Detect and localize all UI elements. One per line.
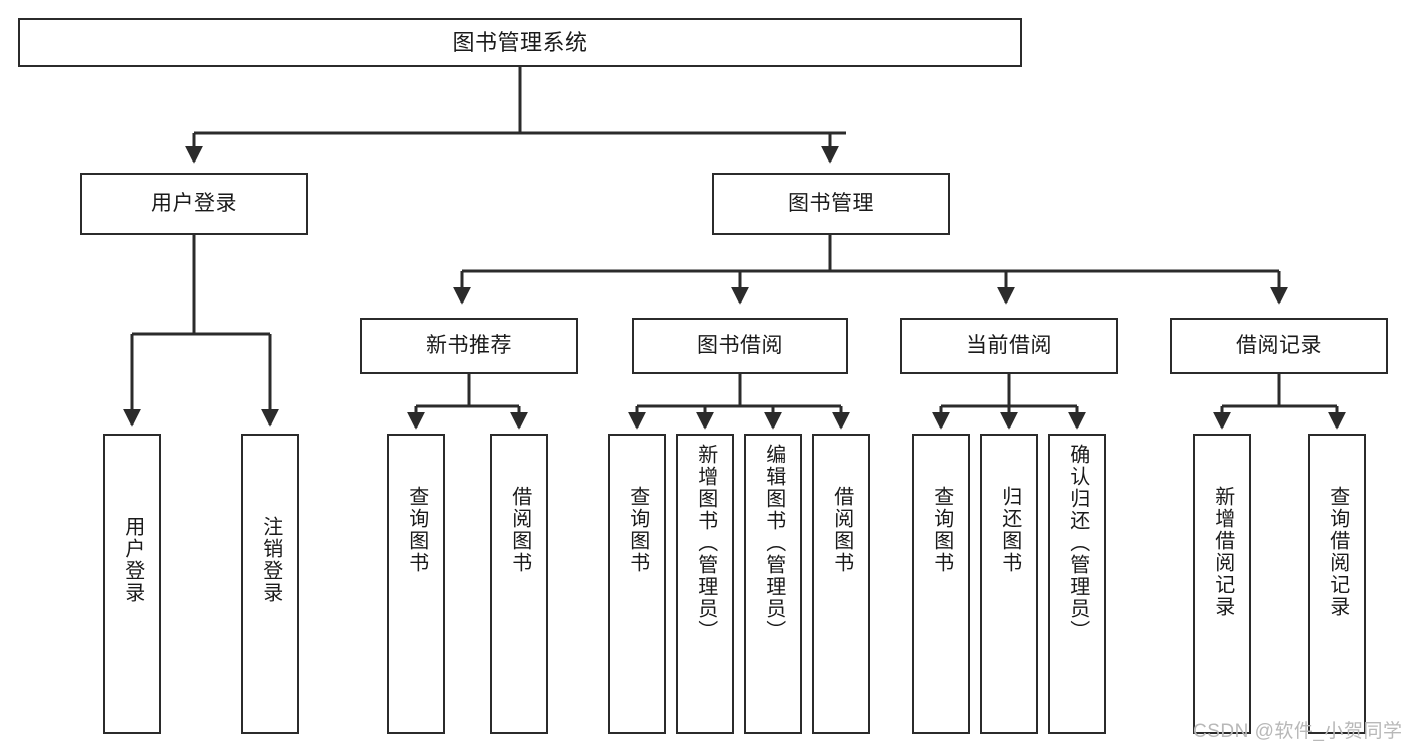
node-label: 图书管理系统 <box>452 29 588 55</box>
node-new-book-recommend[interactable]: 新书推荐 <box>360 318 578 374</box>
node-user-login[interactable]: 用户登录 <box>80 173 308 235</box>
node-label: 用户登录 <box>121 516 144 604</box>
node-label: 借阅图书 <box>508 486 531 574</box>
node-label: 用户登录 <box>151 191 237 215</box>
node-root-system[interactable]: 图书管理系统 <box>18 18 1022 67</box>
node-label: 图书管理 <box>788 191 874 215</box>
leaf-current-return-book[interactable]: 归还图书 <box>980 434 1038 734</box>
leaf-record-add-record[interactable]: 新增借阅记录 <box>1193 434 1251 734</box>
node-label: 注销登录 <box>259 516 282 604</box>
leaf-borrow-edit-book-admin[interactable]: 编辑图书（管理员） <box>744 434 802 734</box>
node-label: 查询借阅记录 <box>1326 486 1349 618</box>
leaf-recommend-query-book[interactable]: 查询图书 <box>387 434 445 734</box>
node-label: 图书借阅 <box>697 333 783 357</box>
node-label: 新增借阅记录 <box>1211 486 1234 618</box>
node-label: 编辑图书（管理员） <box>762 444 785 642</box>
node-label: 归还图书 <box>998 486 1021 574</box>
leaf-user-login-logout[interactable]: 注销登录 <box>241 434 299 734</box>
node-label: 查询图书 <box>626 486 649 574</box>
node-borrow-record[interactable]: 借阅记录 <box>1170 318 1388 374</box>
leaf-recommend-borrow-book[interactable]: 借阅图书 <box>490 434 548 734</box>
node-book-borrow[interactable]: 图书借阅 <box>632 318 848 374</box>
leaf-borrow-query-book[interactable]: 查询图书 <box>608 434 666 734</box>
leaf-current-confirm-return-admin[interactable]: 确认归还（管理员） <box>1048 434 1106 734</box>
node-label: 查询图书 <box>930 486 953 574</box>
node-label: 借阅图书 <box>830 486 853 574</box>
node-label: 当前借阅 <box>966 333 1052 357</box>
leaf-user-login-login[interactable]: 用户登录 <box>103 434 161 734</box>
node-label: 新增图书（管理员） <box>694 444 717 642</box>
node-label: 借阅记录 <box>1236 333 1322 357</box>
leaf-borrow-borrow-book[interactable]: 借阅图书 <box>812 434 870 734</box>
node-book-management[interactable]: 图书管理 <box>712 173 950 235</box>
node-current-borrow[interactable]: 当前借阅 <box>900 318 1118 374</box>
csdn-watermark: CSDN @软件_小贺同学 <box>1193 721 1403 742</box>
leaf-record-query-record[interactable]: 查询借阅记录 <box>1308 434 1366 734</box>
leaf-current-query-book[interactable]: 查询图书 <box>912 434 970 734</box>
node-label: 新书推荐 <box>426 333 512 357</box>
leaf-borrow-add-book-admin[interactable]: 新增图书（管理员） <box>676 434 734 734</box>
node-label: 确认归还（管理员） <box>1066 444 1089 642</box>
node-label: 查询图书 <box>405 486 428 574</box>
